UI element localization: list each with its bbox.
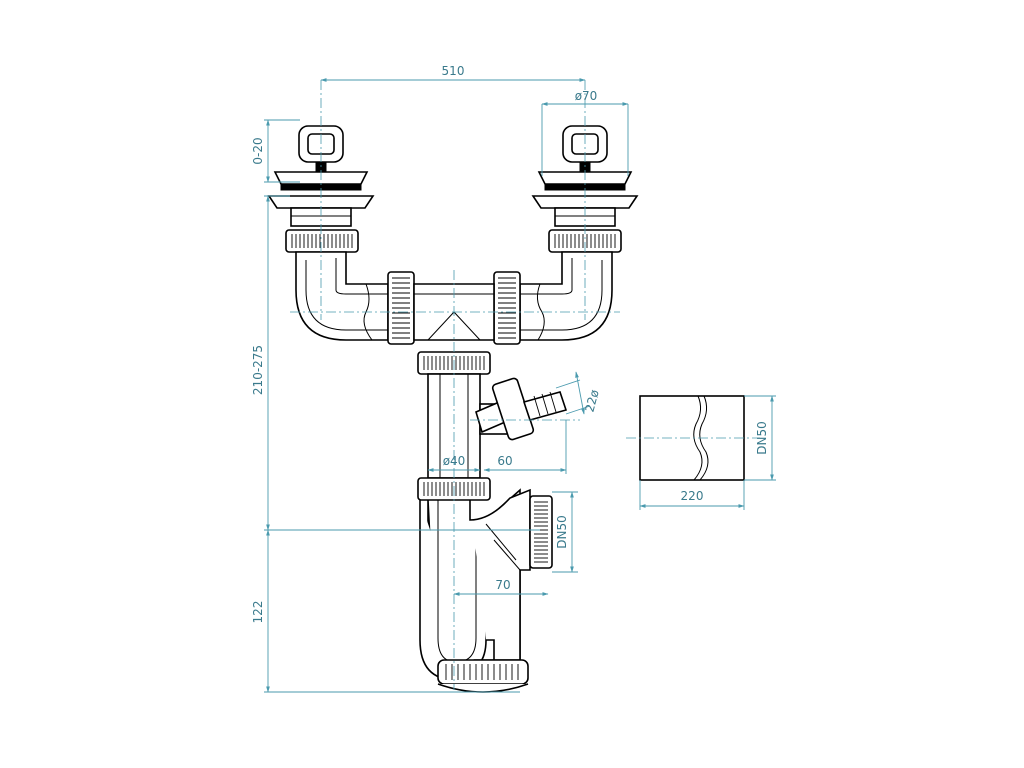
svg-text:60: 60 [497, 454, 512, 468]
hose-connector [475, 377, 568, 441]
dimension-outlet-size: DN50 [552, 491, 578, 573]
svg-text:0-20: 0-20 [251, 137, 265, 164]
right-elbow-pipe [519, 251, 613, 341]
svg-text:DN50: DN50 [555, 515, 569, 549]
svg-text:70: 70 [495, 578, 510, 592]
svg-text:ø40: ø40 [443, 454, 466, 468]
dimension-strainer-height: 0-20 [251, 119, 300, 183]
dimension-tube-diameter: ø40 [427, 454, 481, 472]
svg-text:22ø: 22ø [582, 388, 601, 413]
svg-text:DN50: DN50 [755, 421, 769, 455]
dimension-pipe-length: 220 [639, 480, 745, 510]
svg-text:122: 122 [251, 601, 265, 624]
dimension-strainer-diameter: ø70 [541, 89, 629, 176]
left-strainer-nut [285, 229, 359, 253]
pipe-detail [626, 395, 760, 481]
dimension-outlet-height: 122 [251, 529, 540, 693]
outlet-nut [529, 495, 553, 569]
dimension-outlet-offset: 70 [453, 578, 549, 596]
dimension-pipe-size: DN50 [744, 395, 776, 481]
dimension-basin-spacing: 510 [320, 64, 586, 82]
svg-text:210-275: 210-275 [251, 345, 265, 395]
dimension-trap-height: 210-275 [251, 195, 290, 531]
dimension-hose-diameter: 22ø [555, 371, 602, 415]
siphon-assembly [268, 80, 638, 693]
bottom-cap [437, 659, 529, 693]
svg-text:ø70: ø70 [575, 89, 598, 103]
dimension-branch-offset: 60 [483, 420, 567, 474]
svg-text:510: 510 [442, 64, 465, 78]
left-elbow-pipe [295, 251, 389, 341]
svg-text:220: 220 [681, 489, 704, 503]
